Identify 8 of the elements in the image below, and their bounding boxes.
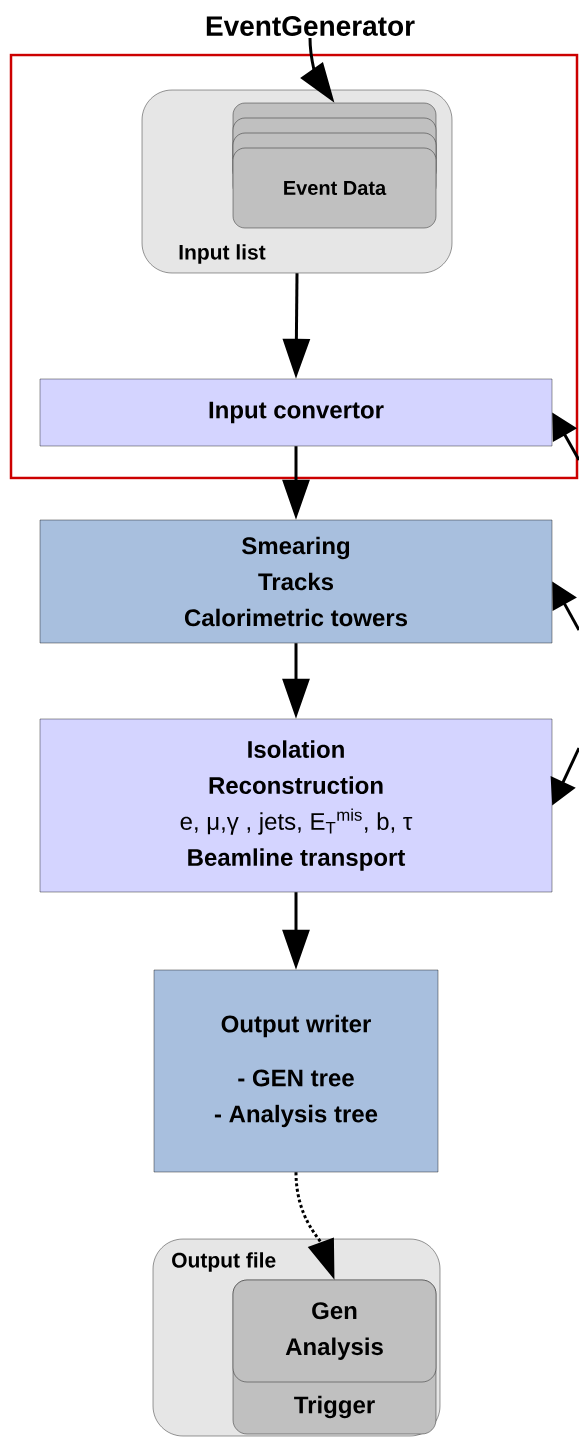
card: Gen Analysis [232,1279,437,1383]
card-stack: Event Data [232,102,437,229]
frame-box [9,53,579,480]
process-box: Input convertor [39,378,553,447]
process-box: Isolation Reconstruction e, μ,γ , jets, E$_{T}$$^{mis}$, b, τ Beamline transport [39,718,553,893]
generator-label: EventGenerator [206,16,415,36]
process-box: Output writer - GEN tree - Analysis tree [153,969,439,1173]
process-box: Smearing Tracks Calorimetric towers [39,519,553,644]
